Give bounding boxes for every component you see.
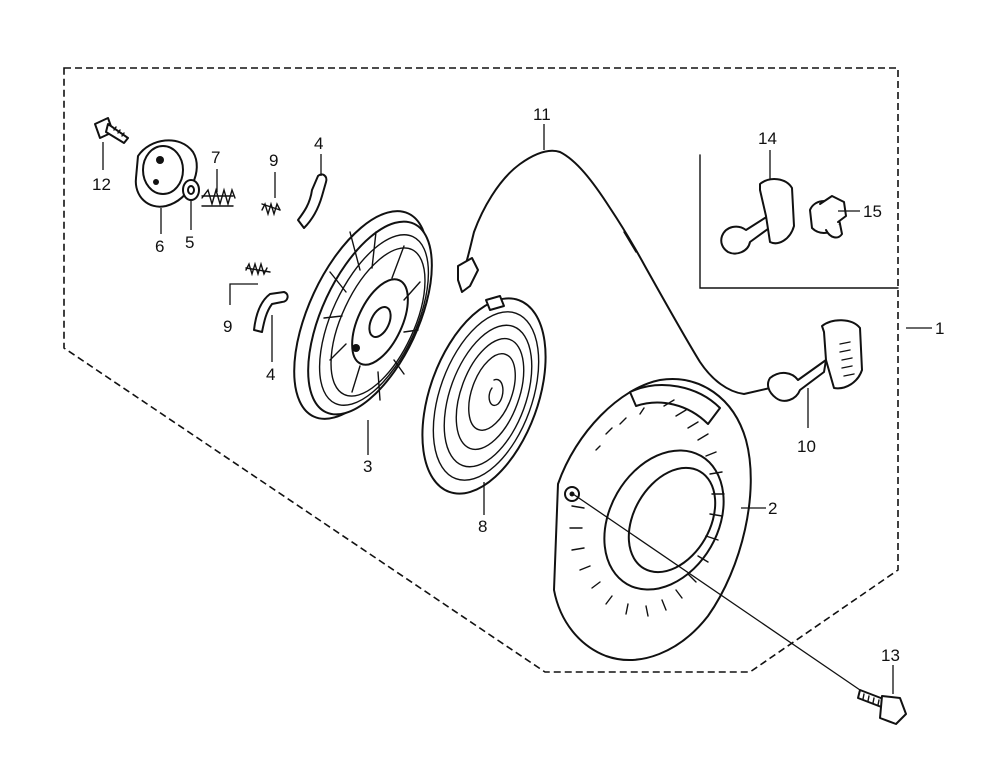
label-part-3: 3: [363, 457, 372, 476]
assembly-boundary: [63, 67, 899, 673]
part-4-pawl-upper: [297, 173, 328, 229]
part-3-reel: [293, 210, 433, 420]
part-8-recoil-spring: [421, 295, 547, 495]
label-part-4-upper: 4: [314, 134, 323, 153]
label-part-6: 6: [155, 237, 164, 256]
label-part-11: 11: [533, 105, 551, 124]
label-part-2: 2: [768, 499, 777, 518]
part-2-starter-case: [553, 378, 752, 661]
label-part-15: 15: [863, 202, 882, 221]
part-10-grip: [767, 319, 863, 402]
label-part-9-upper: 9: [269, 151, 278, 170]
label-part-4-lower: 4: [266, 365, 275, 384]
part-14-grip: [720, 178, 795, 255]
label-part-10: 10: [797, 437, 816, 456]
label-part-13: 13: [881, 646, 900, 665]
part-15-retainer: [809, 195, 847, 239]
label-part-14: 14: [758, 129, 777, 148]
part-9-spring-lower: [245, 261, 271, 277]
subassembly-boundary: [699, 154, 899, 289]
label-part-1: 1: [935, 319, 944, 338]
leader-lines: [102, 124, 932, 694]
label-part-12: 12: [92, 175, 111, 194]
part-13-bolt: [857, 689, 907, 725]
label-part-8: 8: [478, 517, 487, 536]
part-5-washer: [182, 179, 200, 201]
label-part-9-lower: 9: [223, 317, 232, 336]
part-9-spring-upper: [261, 201, 281, 217]
part-6-cam: [134, 139, 198, 208]
label-part-7: 7: [211, 148, 220, 167]
part-12-bolt: [94, 117, 129, 144]
part-4-pawl-lower: [253, 291, 289, 333]
part-7-spring: [201, 187, 236, 207]
label-part-5: 5: [185, 233, 194, 252]
part-11-rope: [457, 149, 771, 395]
